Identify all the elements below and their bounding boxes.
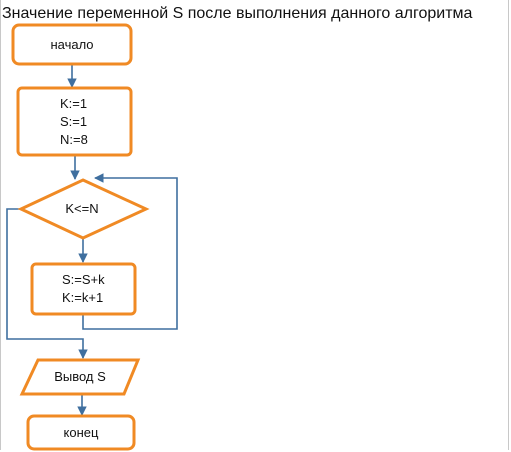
init-line-1: K:=1: [60, 96, 87, 111]
edge-body-loop-back: [82, 173, 178, 330]
start-node: начало: [11, 23, 133, 66]
question-title: Значение переменной S после выполнения д…: [2, 5, 473, 22]
connectors: [6, 65, 178, 416]
condition-label: K<=N: [65, 201, 98, 216]
condition-node: K<=N: [17, 178, 150, 240]
init-node: K:=1 S:=1 N:=8: [16, 86, 133, 157]
init-line-2: S:=1: [60, 114, 87, 129]
output-node: Вывод S: [19, 358, 141, 396]
loop-body-line-1: S:=S+k: [62, 272, 105, 287]
init-line-3: N:=8: [60, 132, 88, 147]
loop-body-line-2: K:=k+1: [62, 290, 103, 305]
end-label: конец: [64, 425, 99, 440]
edge-condition-false-exit: [6, 208, 88, 359]
end-node: конец: [26, 414, 136, 451]
loop-body-node: S:=S+k K:=k+1: [30, 262, 137, 316]
output-label: Вывод S: [54, 369, 106, 384]
start-label: начало: [50, 37, 93, 52]
